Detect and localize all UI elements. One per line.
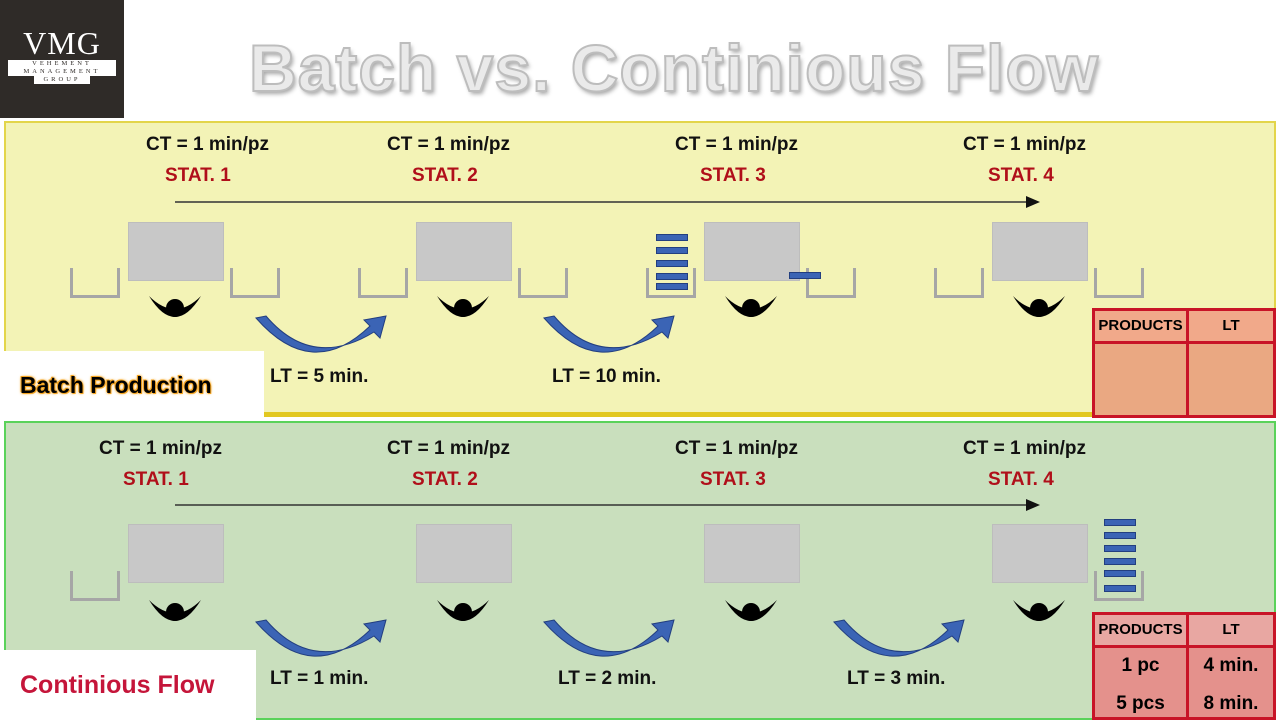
batch-machine-4 xyxy=(992,222,1088,281)
flow-station-4-cycle-time: CT = 1 min/pz xyxy=(963,438,1086,459)
batch-machine-3 xyxy=(704,222,800,281)
batch-station-2-cycle-time: CT = 1 min/pz xyxy=(387,134,510,155)
batch-station-1-cycle-time: CT = 1 min/pz xyxy=(146,134,269,155)
batch-results-table: PRODUCTS LT xyxy=(1092,308,1276,418)
batch-piece xyxy=(656,260,688,267)
flow-station-2-name: STAT. 2 xyxy=(412,469,478,490)
flow-finished-piece xyxy=(1104,532,1136,539)
flow-station-3-cycle-time: CT = 1 min/pz xyxy=(675,438,798,459)
flow-table-products-cell: 5 pcs xyxy=(1116,693,1165,714)
flow-table-lt-cell: 4 min. xyxy=(1203,655,1259,676)
logo-subtitle-line1: VEHEMENT xyxy=(8,60,116,68)
batch-station-3-cycle-time: CT = 1 min/pz xyxy=(675,134,798,155)
batch-station-3-name: STAT. 3 xyxy=(700,165,766,186)
batch-bin-out-4 xyxy=(1094,268,1144,298)
flow-transfer-arrow-2-icon xyxy=(543,619,675,657)
batch-production-label: Batch Production xyxy=(4,351,264,419)
batch-table-divider xyxy=(1186,311,1189,415)
batch-flow-arrow xyxy=(175,196,1040,208)
flow-finished-piece xyxy=(1104,585,1136,592)
flow-station-3-name: STAT. 3 xyxy=(700,469,766,490)
flow-operator-3-icon xyxy=(725,600,777,621)
flow-finished-piece xyxy=(1104,519,1136,526)
flow-lead-time-2: LT = 2 min. xyxy=(558,668,657,689)
batch-operator-4-icon xyxy=(1013,296,1065,317)
logo-subtitle-line3: GROUP xyxy=(34,76,90,84)
batch-piece xyxy=(656,247,688,254)
batch-bin-out-2 xyxy=(518,268,568,298)
flow-transfer-arrow-1-icon xyxy=(255,619,387,657)
batch-bin-out-3 xyxy=(806,268,856,298)
flow-table-lt-cell: 8 min. xyxy=(1203,693,1259,714)
batch-bin-out-1 xyxy=(230,268,280,298)
flow-operator-4-icon xyxy=(1013,600,1065,621)
batch-table-header-row xyxy=(1095,311,1273,344)
flow-finished-piece xyxy=(1104,558,1136,565)
flow-machine-4 xyxy=(992,524,1088,583)
flow-table-products-header: PRODUCTS xyxy=(1098,621,1183,638)
flow-table-lt-header: LT xyxy=(1222,621,1240,638)
batch-station-2-name: STAT. 2 xyxy=(412,165,478,186)
flow-bin-out-4 xyxy=(1094,571,1144,601)
batch-machine-2 xyxy=(416,222,512,281)
flow-lead-time-3: LT = 3 min. xyxy=(847,668,946,689)
flow-finished-piece xyxy=(1104,545,1136,552)
batch-lead-time-2: LT = 10 min. xyxy=(552,366,661,387)
flow-table-products-cell: 1 pc xyxy=(1121,655,1160,676)
batch-table-products-header: PRODUCTS xyxy=(1098,317,1183,334)
vmg-logo: VMG VEHEMENT MANAGEMENT GROUP xyxy=(0,0,124,118)
batch-piece xyxy=(656,283,688,290)
flow-station-1-cycle-time: CT = 1 min/pz xyxy=(99,438,222,459)
batch-table-lt-header: LT xyxy=(1222,317,1240,334)
batch-bin-in-1 xyxy=(70,268,120,298)
logo-subtitle-line2: MANAGEMENT xyxy=(8,68,116,76)
page-title: Batch vs. Continious Flow xyxy=(248,30,1100,106)
flow-operator-1-icon xyxy=(149,600,201,621)
batch-operator-2-icon xyxy=(437,296,489,317)
continuous-flow-label: Continious Flow xyxy=(4,650,256,720)
batch-piece xyxy=(656,234,688,241)
batch-transfer-arrow-2-icon xyxy=(543,315,675,353)
flow-operator-2-icon xyxy=(437,600,489,621)
batch-bin-in-4 xyxy=(934,268,984,298)
batch-station-4-name: STAT. 4 xyxy=(988,165,1054,186)
batch-bin-in-2 xyxy=(358,268,408,298)
batch-station-1-name: STAT. 1 xyxy=(165,165,231,186)
flow-lead-time-1: LT = 1 min. xyxy=(270,668,369,689)
batch-station-4-cycle-time: CT = 1 min/pz xyxy=(963,134,1086,155)
flow-table-header-row xyxy=(1095,615,1273,648)
batch-piece xyxy=(656,273,688,280)
flow-results-table: PRODUCTS LT 1 pc 4 min. 5 pcs 8 min. xyxy=(1092,612,1276,720)
batch-machine-1 xyxy=(128,222,224,281)
flow-station-4-name: STAT. 4 xyxy=(988,469,1054,490)
flow-table-divider xyxy=(1186,615,1189,720)
flow-transfer-arrow-3-icon xyxy=(833,619,965,657)
flow-machine-3 xyxy=(704,524,800,583)
flow-station-1-name: STAT. 1 xyxy=(123,469,189,490)
batch-piece-in-process xyxy=(789,272,821,279)
batch-operator-1-icon xyxy=(149,296,201,317)
batch-bin-in-3 xyxy=(646,268,696,298)
flow-bin-in-1 xyxy=(70,571,120,601)
batch-operator-3-icon xyxy=(725,296,777,317)
flow-station-2-cycle-time: CT = 1 min/pz xyxy=(387,438,510,459)
flow-machine-1 xyxy=(128,524,224,583)
logo-text: VMG xyxy=(23,25,101,61)
batch-transfer-arrow-1-icon xyxy=(255,315,387,353)
flow-direction-arrow xyxy=(175,499,1040,511)
flow-finished-piece xyxy=(1104,570,1136,577)
flow-machine-2 xyxy=(416,524,512,583)
batch-lead-time-1: LT = 5 min. xyxy=(270,366,369,387)
